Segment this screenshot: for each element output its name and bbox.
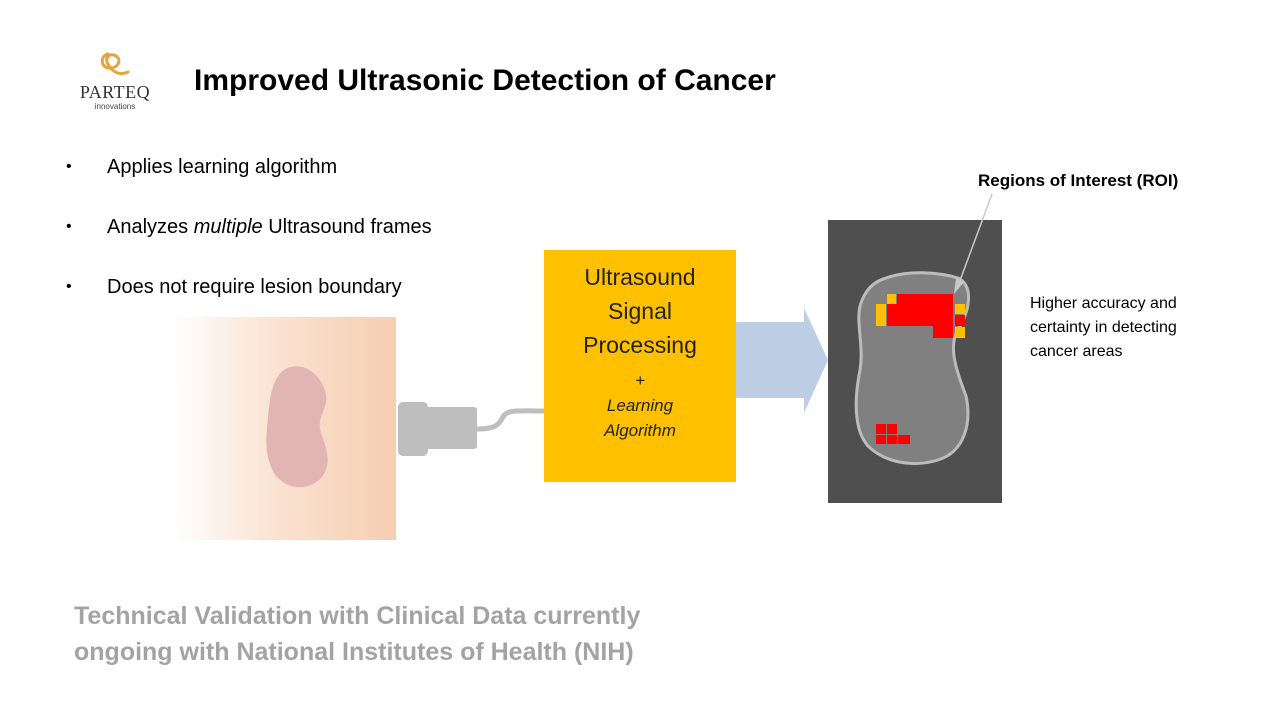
processing-title: Ultrasound Signal Processing xyxy=(583,264,697,358)
parteq-logo: PARTEQ innovations xyxy=(70,50,160,114)
result-caption: Higher accuracy and certainty in detecti… xyxy=(1030,295,1177,360)
roi-cells-lower xyxy=(876,424,910,444)
validation-note: Technical Validation with Clinical Data … xyxy=(74,602,641,666)
slide-title: Improved Ultrasonic Detection of Cancer xyxy=(194,64,776,97)
ultrasound-probe-icon xyxy=(398,402,545,456)
signal-processing-box: Ultrasound Signal Processing + Learning … xyxy=(544,250,736,482)
bullet-list: Applies learning algorithm Analyzes mult… xyxy=(66,152,432,332)
roi-result-image xyxy=(828,220,1002,503)
lesion-icon xyxy=(266,366,328,488)
roi-label: Regions of Interest (ROI) xyxy=(978,171,1179,190)
logo-name: PARTEQ xyxy=(79,82,151,102)
tissue-illustration xyxy=(172,317,396,540)
roi-cells-upper xyxy=(876,294,965,338)
bullet-item: Applies learning algorithm xyxy=(66,152,432,212)
processing-subtitle: + Learning Algorithm xyxy=(604,371,676,440)
roi-map xyxy=(854,271,971,465)
roi-pointer-arrow-icon xyxy=(954,193,993,294)
logo-subtitle: innovations xyxy=(94,102,136,111)
bullet-item: Analyzes multiple Ultrasound frames xyxy=(66,212,432,272)
parteq-swirl-logo-icon xyxy=(100,52,130,76)
right-arrow-icon xyxy=(736,308,828,413)
bullet-item: Does not require lesion boundary xyxy=(66,272,432,332)
